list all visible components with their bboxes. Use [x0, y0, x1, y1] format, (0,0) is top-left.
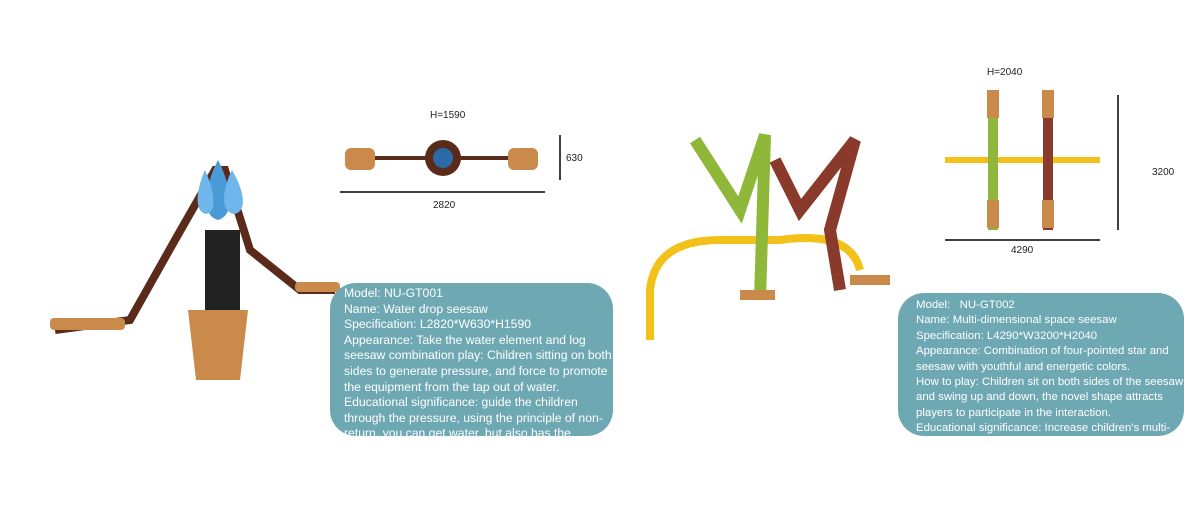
water-drop-seesaw-top-view	[340, 135, 561, 193]
desc-line: educational significance of saving water…	[344, 441, 563, 456]
desc-line: seesaw with youthful and energetic color…	[916, 360, 1131, 373]
desc-line: sides to generate pressure, and force to…	[344, 363, 608, 378]
model-line: Model: NU-GT002	[916, 299, 1015, 311]
spec-line: Specification: L4290*W3200*H2040	[916, 329, 1098, 342]
desc-line: seesaw combination play: Children sittin…	[344, 348, 612, 363]
desc-line: through the pressure, using the principl…	[344, 410, 603, 425]
product-info-box-gt002: Model: NU-GT002 Name: Multi-dimensional …	[898, 293, 1184, 450]
spec-line: Specification: L2820*W630*H1590	[344, 317, 532, 332]
dim-length: 4290	[1011, 245, 1034, 256]
dim-width: 3200	[1152, 167, 1175, 178]
name-line: Name: Water drop seesaw	[344, 301, 488, 316]
desc-line: and swing up and down, the novel shape a…	[916, 391, 1163, 404]
desc-line: return, you can get water, but also has …	[344, 426, 571, 441]
model-line: Model: NU-GT001	[344, 286, 443, 300]
water-drop-seesaw-image	[50, 160, 340, 380]
desc-line: Appearance: Take the water element and l…	[344, 332, 586, 347]
desc-line: How to play: Children sit on both sides …	[916, 376, 1184, 389]
space-seesaw-image	[646, 133, 890, 340]
name-line: Name: Multi-dimensional space seesaw	[916, 314, 1117, 327]
desc-line: players to participate in the interactio…	[916, 406, 1112, 419]
dim-length: 2820	[433, 200, 456, 211]
dim-height: H=1590	[430, 110, 466, 121]
desc-line: Educational significance: guide the chil…	[344, 395, 578, 410]
dim-height: H=2040	[987, 67, 1023, 78]
space-seesaw-top-view	[945, 90, 1119, 241]
desc-line: Educational significance: Increase child…	[916, 422, 1171, 435]
dim-width: 630	[566, 153, 583, 164]
desc-line: Appearance: Combination of four-pointed …	[916, 345, 1169, 358]
desc-line: dimensional spatial concepts through obs…	[916, 437, 1169, 450]
product-info-box-gt001: Model: NU-GT001 Name: Water drop seesaw …	[330, 283, 613, 456]
desc-line: the equipment from the tap out of water.	[344, 379, 560, 394]
